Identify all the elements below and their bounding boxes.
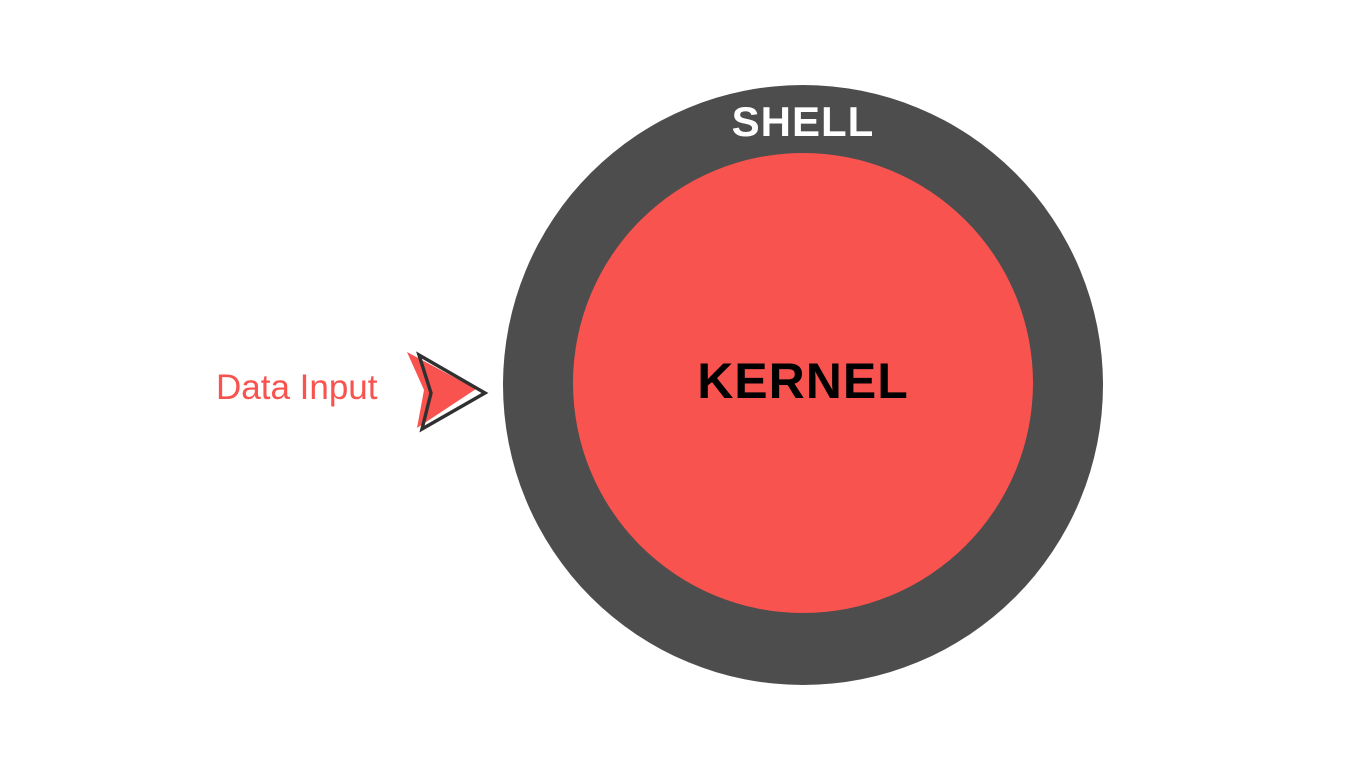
data-input-arrow-icon xyxy=(407,351,489,433)
kernel-label: KERNEL xyxy=(697,353,909,409)
data-input-label: Data Input xyxy=(216,368,378,407)
shell-label: SHELL xyxy=(731,98,875,145)
arrow-outline-shape xyxy=(416,351,489,433)
kernel-circle xyxy=(573,153,1033,613)
